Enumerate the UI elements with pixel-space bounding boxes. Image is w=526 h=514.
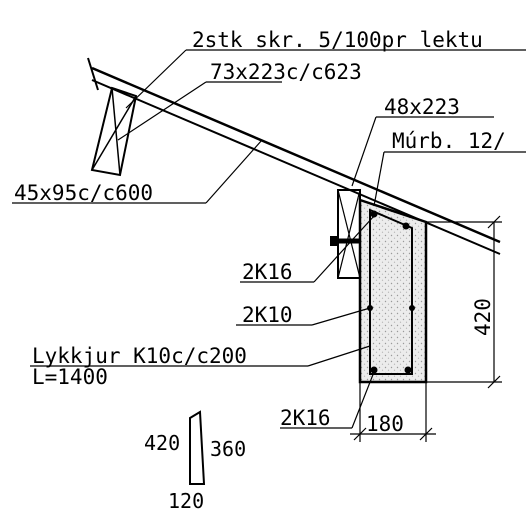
beam-label: 48x223 [384,95,460,119]
leader-lines [12,49,526,429]
roof-slope [87,57,501,255]
stirrup-detail [189,410,206,485]
stirrups-length-label: L=1400 [32,365,108,389]
rafter-label: 73x223c/c623 [210,60,362,84]
stirrup-left-dimension: 420 [144,431,180,455]
rebar-bottom-label: 2K16 [280,406,331,430]
rebar-top-label: 2K16 [242,260,293,284]
stirrup-right-dimension: 360 [210,437,246,461]
stirrups-label: Lykkjur K10c/c200 [32,344,247,368]
masonry-label: Múrb. 12/ [392,129,506,153]
purlin-label: 45x95c/c600 [14,181,153,205]
width-dimension: 180 [366,412,404,436]
concrete-wall [358,198,428,384]
stirrup-bottom-dimension: 120 [168,489,204,513]
purlin-section [90,86,138,177]
dimension-lines [350,215,502,442]
screws-label: 2stk skr. 5/100pr lektu [192,28,483,52]
height-dimension: 420 [471,298,495,336]
annotation-text: 2stk skr. 5/100pr lektu 73x223c/c623 48x… [14,28,506,513]
rebar-mid-label: 2K10 [242,303,293,327]
beam-section [337,189,361,279]
